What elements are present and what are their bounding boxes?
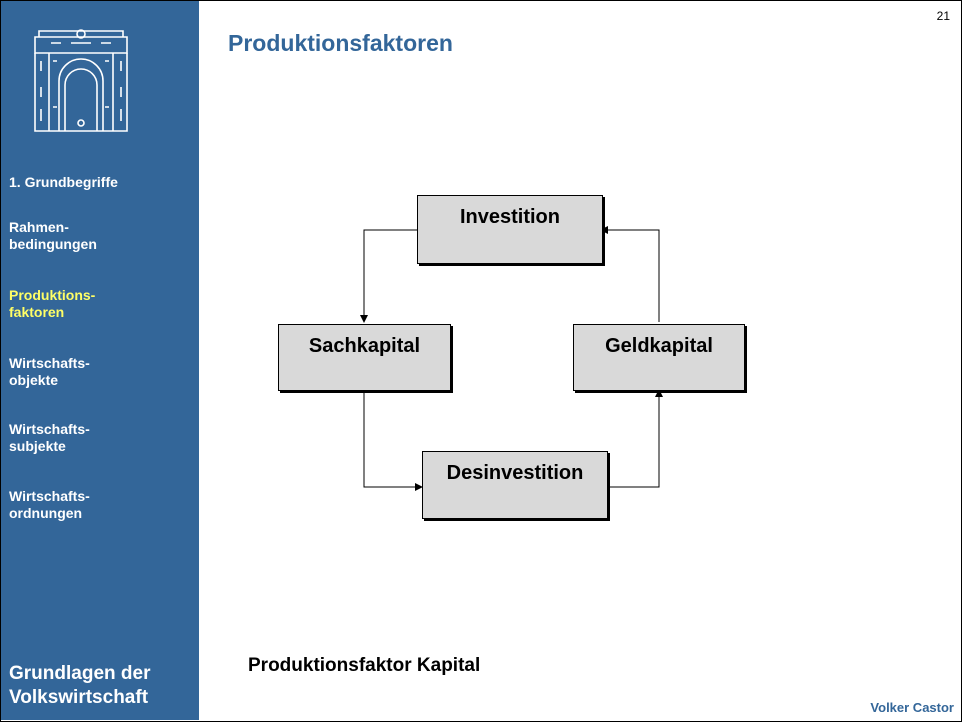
arrow-investition-to-sachkapital	[360, 229, 417, 323]
node-desinvestition: Desinvestition	[422, 451, 608, 519]
arrow-geldkapital-to-investition	[600, 226, 660, 322]
slide-title: Produktionsfaktoren	[228, 30, 453, 56]
arrow-desinvestition-to-geldkapital	[607, 389, 663, 488]
node-sachkapital: Sachkapital	[278, 324, 451, 391]
nav-grundbegriffe[interactable]: 1. Grundbegriffe	[9, 174, 118, 190]
sidebar: 1. Grundbegriffe Rahmen- bedingungen Pro…	[1, 1, 199, 720]
node-geldkapital: Geldkapital	[573, 324, 745, 391]
course-title: Grundlagen der Volkswirtschaft	[9, 663, 151, 708]
nav-wirtschaftsobjekte[interactable]: Wirtschafts- objekte	[9, 355, 90, 388]
building-logo-icon	[34, 29, 128, 132]
arrow-sachkapital-to-desinvestition	[363, 391, 423, 491]
nav-wirtschaftssubjekte[interactable]: Wirtschafts- subjekte	[9, 421, 90, 454]
nav-produktionsfaktoren[interactable]: Produktions- faktoren	[9, 287, 96, 320]
node-investition: Investition	[417, 195, 603, 264]
author-name: Volker Castor	[870, 700, 954, 715]
slide-subtitle: Produktionsfaktor Kapital	[248, 655, 481, 676]
nav-rahmenbedingungen[interactable]: Rahmen- bedingungen	[9, 219, 97, 252]
page-number: 21	[936, 9, 950, 23]
nav-wirtschaftsordnungen[interactable]: Wirtschafts- ordnungen	[9, 488, 90, 521]
